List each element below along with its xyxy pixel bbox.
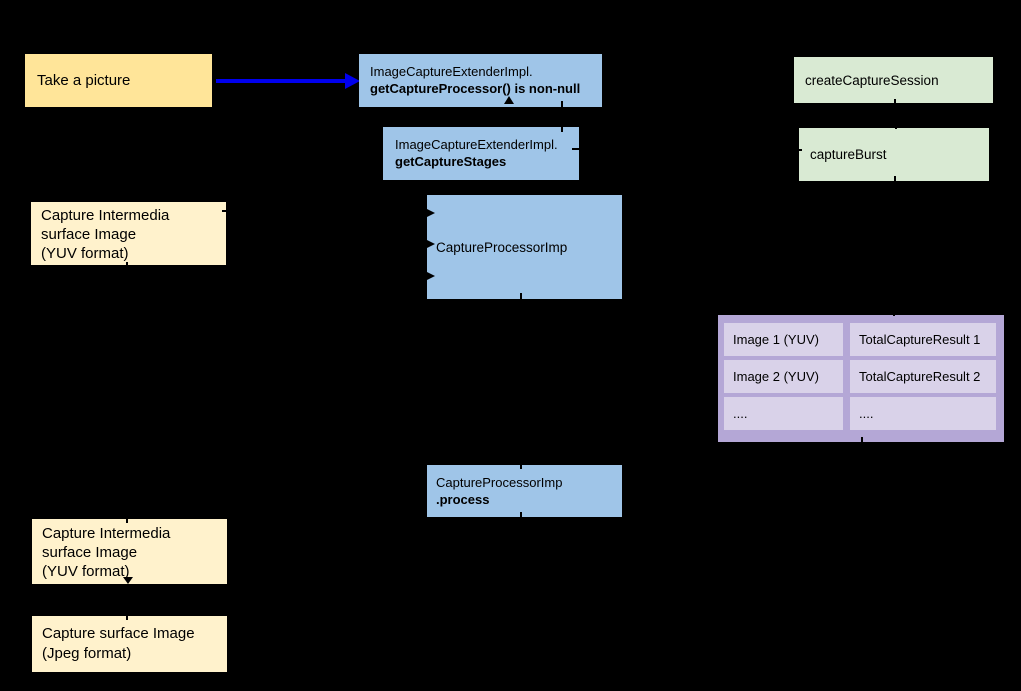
capture-results-table: Image 1 (YUV) TotalCaptureResult 1 Image… <box>718 315 1004 442</box>
node-line: (YUV format) <box>41 245 129 262</box>
connector-endpoint-mark <box>572 148 579 150</box>
connector-endpoint-mark <box>126 262 128 266</box>
node-line: ImageCaptureExtenderImpl. <box>395 137 558 152</box>
node-get-capture-processor: ImageCaptureExtenderImpl. getCaptureProc… <box>359 54 602 107</box>
node-line-bold: getCaptureProcessor() is non-null <box>370 81 581 96</box>
connector-endpoint-mark <box>895 124 897 129</box>
cell-text: Image 2 (YUV) <box>733 369 819 384</box>
node-capture-processor-process: CaptureProcessorImp .process <box>427 465 622 517</box>
node-line-bold: getCaptureStages <box>395 154 507 169</box>
flow-arrow-head-icon <box>345 73 360 89</box>
node-label: captureBurst <box>810 147 887 162</box>
node-line: Capture Intermedia <box>41 207 170 224</box>
node-line: Capture Intermedia <box>42 525 171 542</box>
cell-text: TotalCaptureResult 2 <box>859 369 981 384</box>
connector-endpoint-mark <box>222 210 227 212</box>
connector-endpoint-mark <box>520 512 522 517</box>
node-line: (Jpeg format) <box>42 645 132 662</box>
connector-endpoint-mark <box>894 99 896 104</box>
table-cell-image-more: .... <box>724 397 843 430</box>
table-cell-result-more: .... <box>850 397 996 430</box>
connector-endpoint-mark <box>561 127 563 132</box>
node-line: surface Image <box>42 544 138 561</box>
connector-arrowhead-icon <box>427 272 435 280</box>
node-label: createCaptureSession <box>805 72 939 88</box>
node-label: Take a picture <box>37 72 131 89</box>
node-capture-surface-jpeg: Capture surface Image (Jpeg format) <box>32 616 227 672</box>
node-line: surface Image <box>41 226 137 243</box>
connector-endpoint-mark <box>520 465 522 469</box>
cell-text: .... <box>859 406 874 421</box>
flow-arrow-shaft <box>216 79 346 83</box>
node-line: Capture surface Image <box>42 625 195 642</box>
cell-text: Image 1 (YUV) <box>733 332 819 347</box>
node-capture-burst: captureBurst <box>799 128 989 181</box>
connector-arrowhead-icon <box>123 577 133 584</box>
cell-text: .... <box>733 406 748 421</box>
connector-endpoint-mark <box>126 519 128 523</box>
node-take-a-picture: Take a picture <box>25 54 212 107</box>
cell-text: TotalCaptureResult 1 <box>859 332 981 347</box>
connector-endpoint-mark <box>520 293 522 299</box>
table-cell-result-2: TotalCaptureResult 2 <box>850 360 996 393</box>
node-get-capture-stages: ImageCaptureExtenderImpl. getCaptureStag… <box>383 127 579 180</box>
table-cell-image-2: Image 2 (YUV) <box>724 360 843 393</box>
connector-endpoint-mark <box>126 616 128 620</box>
connector-endpoint-mark <box>894 176 896 181</box>
node-line: (YUV format) <box>42 563 130 580</box>
connector-endpoint-mark <box>861 437 863 442</box>
connector-arrowhead-icon <box>427 240 435 248</box>
connector-arrowhead-icon <box>504 96 514 104</box>
connector-endpoint-mark <box>561 101 563 107</box>
node-capture-intermedia-yuv-top: Capture Intermedia surface Image (YUV fo… <box>31 202 226 265</box>
node-capture-processor-imp: CaptureProcessorImp <box>427 195 622 299</box>
connector-endpoint-mark <box>794 149 802 151</box>
table-cell-result-1: TotalCaptureResult 1 <box>850 323 996 356</box>
node-create-capture-session: createCaptureSession <box>794 57 993 103</box>
table-cell-image-1: Image 1 (YUV) <box>724 323 843 356</box>
node-capture-intermedia-yuv-bottom: Capture Intermedia surface Image (YUV fo… <box>32 519 227 584</box>
node-label: CaptureProcessorImp <box>436 239 568 255</box>
node-line: CaptureProcessorImp <box>436 475 563 490</box>
connector-arrowhead-icon <box>427 209 435 217</box>
connector-endpoint-mark <box>893 311 895 316</box>
node-line-bold: .process <box>436 492 490 507</box>
node-line: ImageCaptureExtenderImpl. <box>370 64 533 79</box>
